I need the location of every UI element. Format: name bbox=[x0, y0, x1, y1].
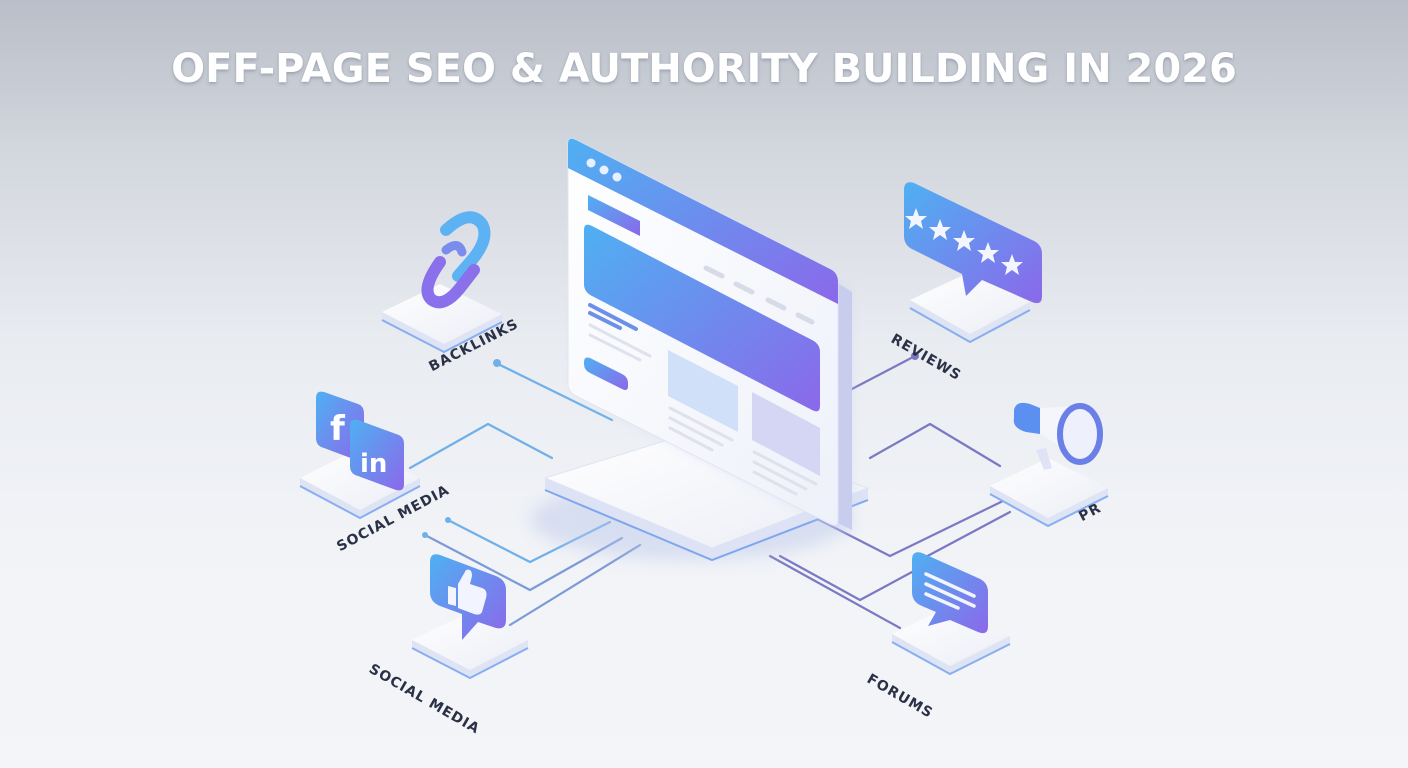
thumbs-up-icon bbox=[430, 554, 506, 640]
page-title: OFF-PAGE SEO & AUTHORITY BUILDING IN 202… bbox=[171, 46, 1237, 92]
five-star-rating-icon bbox=[904, 182, 1042, 304]
megaphone-icon bbox=[1013, 402, 1103, 470]
node-backlinks bbox=[381, 211, 503, 354]
node-forums bbox=[891, 552, 1011, 676]
linkedin-icon: in bbox=[350, 419, 404, 491]
node-reviews bbox=[904, 182, 1042, 344]
node-social-media-1: f in bbox=[299, 391, 421, 520]
svg-text:in: in bbox=[360, 449, 387, 479]
central-base-platform bbox=[530, 429, 870, 562]
node-pr bbox=[989, 402, 1109, 528]
browser-window-icon bbox=[567, 138, 852, 532]
svg-text:f: f bbox=[330, 409, 346, 449]
node-social-media-2 bbox=[411, 554, 529, 680]
chain-link-icon bbox=[421, 211, 491, 309]
chat-bubble-icon bbox=[912, 552, 988, 634]
